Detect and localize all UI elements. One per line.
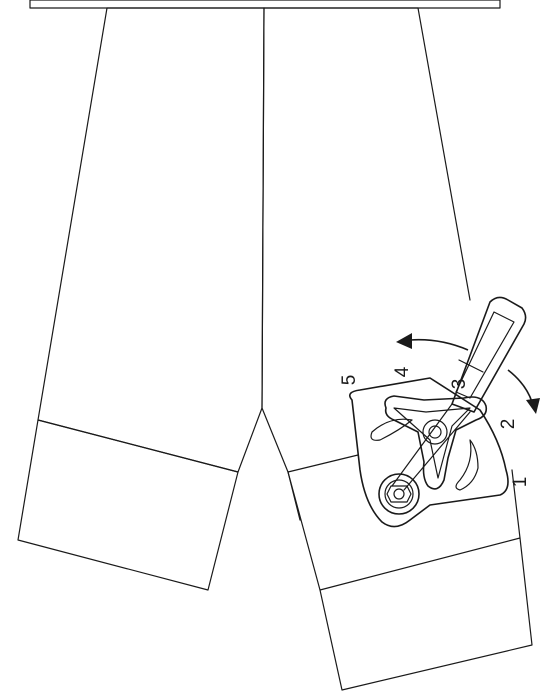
position-label-3: 3: [449, 379, 470, 390]
arrowhead-right-icon: [526, 398, 540, 414]
top-bar: [29, 0, 501, 9]
position-labels: 1 2 3 4 5: [339, 366, 531, 487]
position-label-2: 2: [498, 419, 519, 430]
position-label-4: 4: [392, 366, 413, 377]
rotation-arrows: [396, 333, 540, 414]
adjustment-knob[interactable]: [384, 395, 488, 490]
left-panel: [17, 7, 265, 591]
right-panel: [261, 7, 533, 691]
arrow-left: [409, 338, 469, 351]
arrowhead-left-icon: [396, 333, 412, 349]
mounting-plate: [349, 377, 509, 528]
knob-center-outer: [422, 419, 448, 445]
arrow-right: [507, 369, 533, 403]
knob-center-inner: [428, 425, 442, 439]
position-label-5: 5: [339, 375, 360, 386]
recline-lever[interactable]: [391, 296, 527, 491]
position-label-1: 1: [510, 477, 531, 488]
